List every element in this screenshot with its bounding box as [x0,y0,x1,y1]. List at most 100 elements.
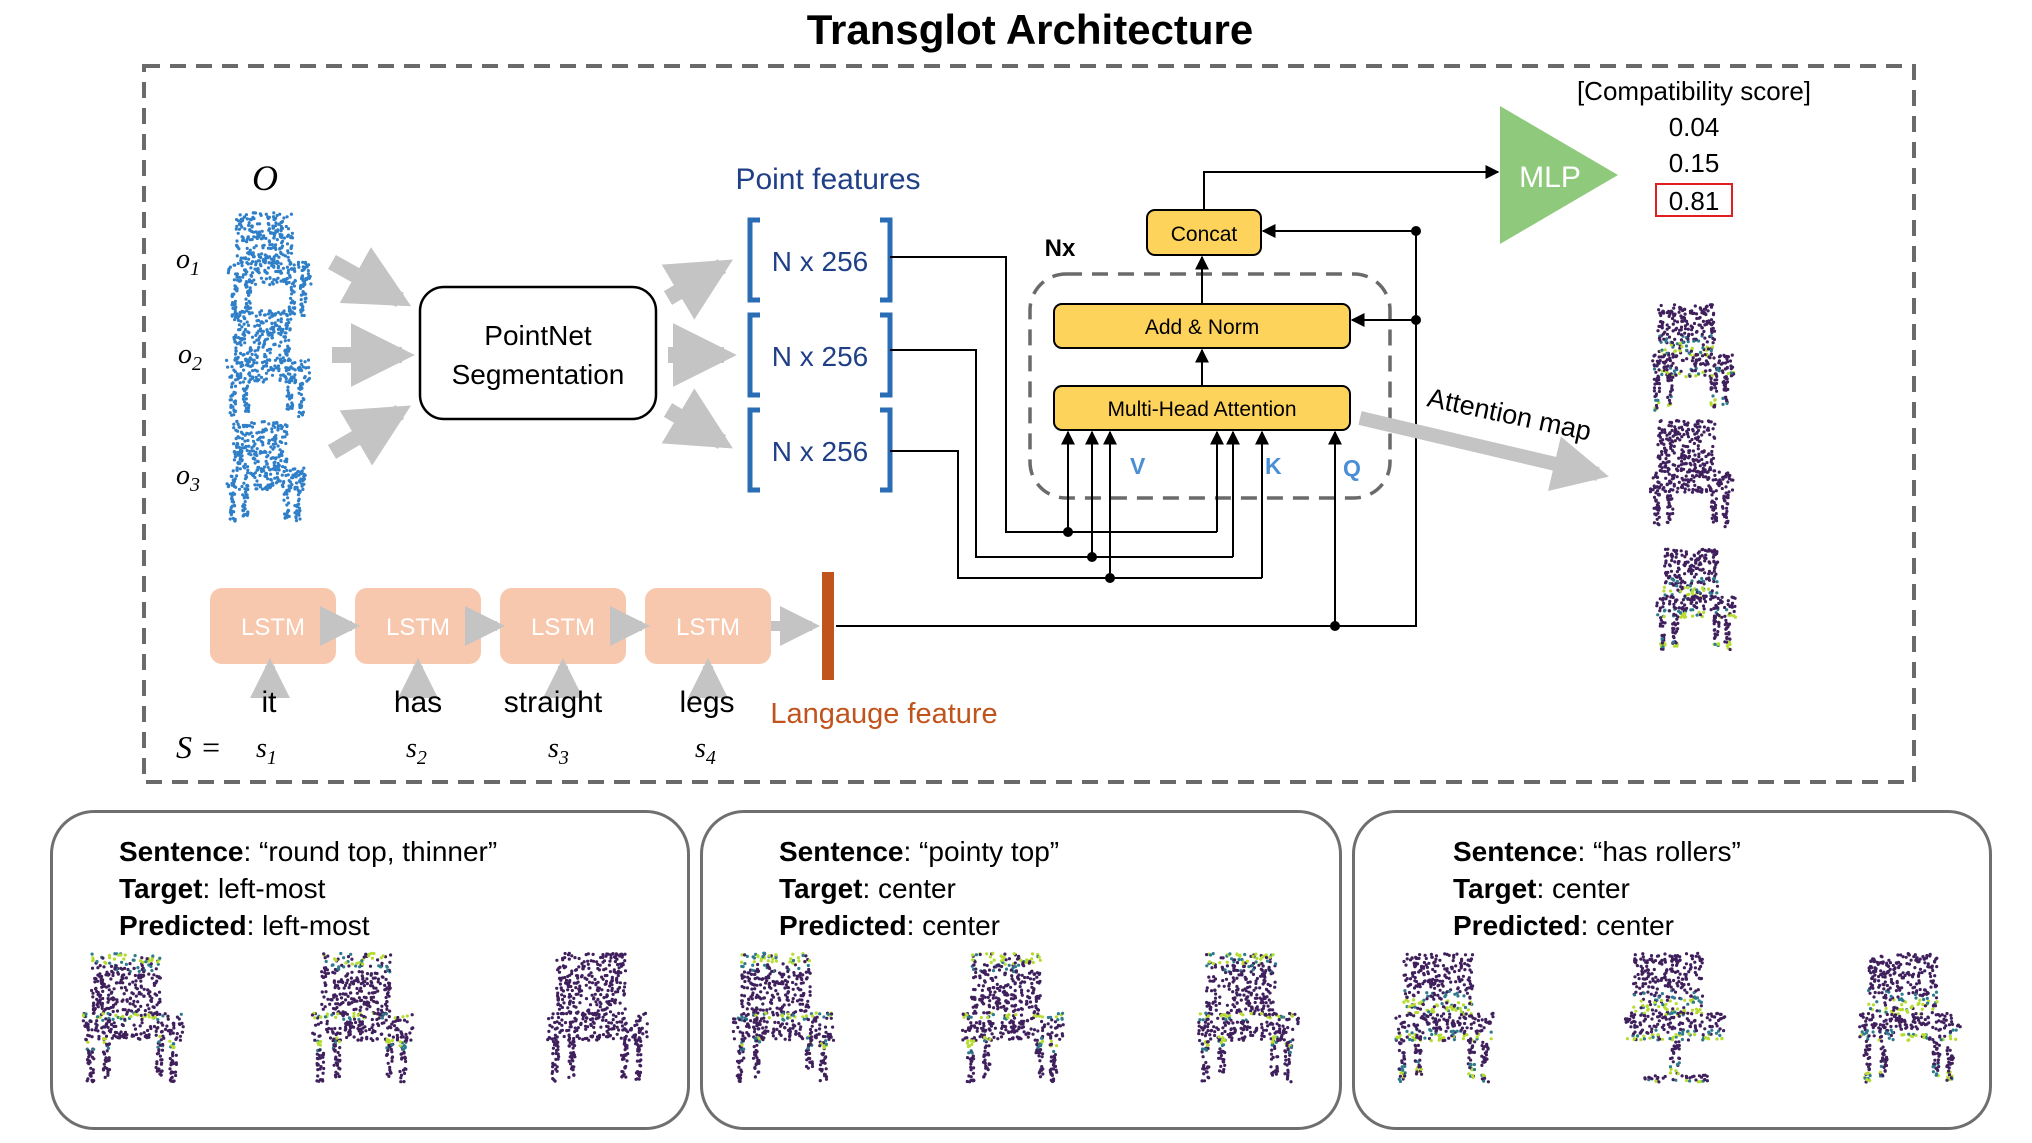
point [610,979,615,983]
point [271,442,275,446]
point [241,514,245,518]
point [146,1028,150,1033]
point [765,1020,769,1024]
point [1700,326,1704,330]
point [1661,647,1665,651]
point [551,1052,555,1056]
point [138,1037,142,1041]
point [387,994,391,998]
point [1709,305,1714,309]
point [281,435,285,439]
point [615,957,619,961]
point [152,973,156,977]
point [740,953,744,957]
point [298,517,302,521]
point [285,215,289,219]
point [285,510,289,514]
point [175,1032,179,1036]
point [596,989,600,993]
point [813,1034,817,1038]
point [274,229,278,233]
point [272,211,276,215]
point [741,1005,745,1009]
point [365,1035,369,1039]
point [283,374,287,378]
point [324,959,328,964]
point [287,347,291,351]
point [235,224,239,228]
point [1716,596,1720,601]
point [1715,580,1719,584]
point [370,1031,374,1035]
point [620,1069,624,1074]
point [101,1018,105,1022]
point [158,1054,162,1058]
point [231,491,235,495]
point [333,1044,337,1048]
point [370,1026,374,1030]
point [801,993,806,997]
point [255,338,259,342]
point [574,981,579,985]
point [357,961,362,965]
example-1-point-clouds [81,951,649,1084]
point [94,1022,98,1026]
point [557,1021,562,1025]
point [782,1018,786,1022]
example-panel-1: Sentence: “round top, thinner” Target: l… [50,810,690,1130]
point [328,1036,333,1040]
point [107,1058,111,1062]
point [752,1020,756,1024]
point [243,439,247,443]
point [262,280,266,284]
point [333,1073,337,1077]
point [568,1020,572,1024]
point [1653,353,1657,357]
point [1663,547,1668,552]
point [626,1030,630,1034]
point [161,1023,165,1027]
point [804,977,809,981]
point [639,1044,643,1048]
point [1672,314,1676,318]
point [287,280,291,285]
point [399,1073,404,1077]
point [104,961,108,965]
point [267,422,271,426]
point [403,1055,407,1059]
point [259,375,264,379]
point [276,264,280,268]
point [597,968,602,972]
point [91,1004,95,1008]
point [1714,497,1718,501]
point [156,1045,160,1049]
point [567,1010,571,1014]
point [1717,355,1721,359]
point [150,976,154,980]
point [561,989,565,993]
point [365,977,369,981]
point [1659,303,1663,308]
point [1683,324,1687,328]
point [267,438,272,443]
point [1680,358,1684,362]
point [761,1002,765,1006]
point [1725,506,1729,510]
point [553,1027,557,1031]
point [638,1059,642,1063]
sentence-set-symbol: S = [176,729,222,765]
point [315,1079,319,1083]
point [607,1027,611,1031]
point [253,349,257,353]
point [289,301,293,305]
point [1702,329,1706,334]
point [565,1029,569,1033]
point [831,1038,836,1042]
point [1675,475,1679,479]
point [1697,470,1701,474]
point [253,471,257,475]
point [761,955,765,959]
point [1712,576,1716,581]
point [332,995,336,999]
point [102,1037,106,1041]
